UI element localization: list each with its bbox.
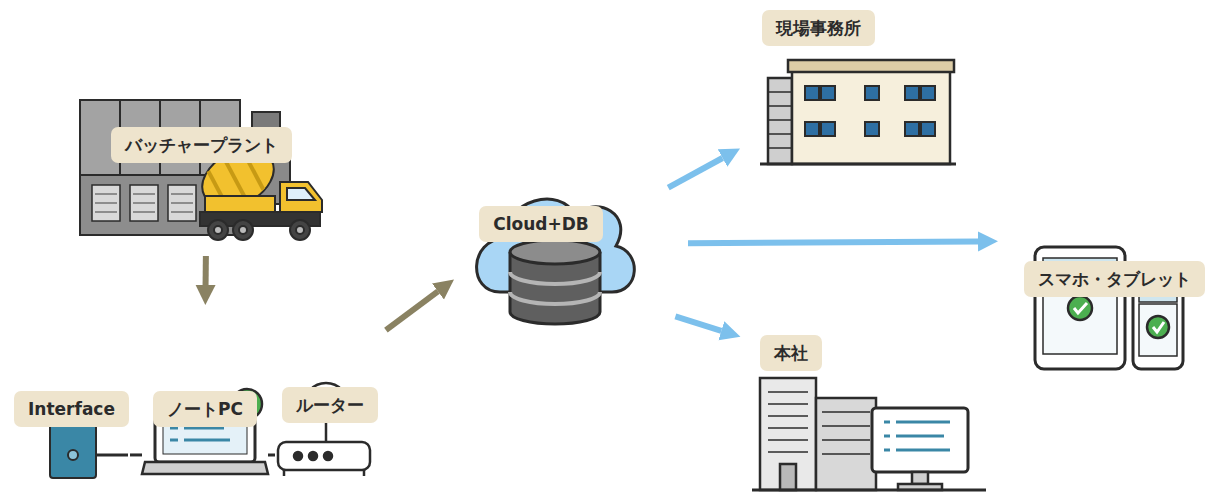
flow-arrow: [668, 158, 722, 188]
plant-node: バッチャープラント: [75, 47, 327, 242]
flow-arrow: [386, 291, 438, 330]
plant-illustration: [80, 100, 322, 240]
flow-arrow: [203, 256, 209, 285]
node-label: Interface: [14, 391, 129, 427]
node-label: 本社: [760, 335, 822, 371]
laptop-node: ノートPC: [142, 335, 268, 482]
flow-arrow: [675, 316, 721, 330]
head-office-illustration: [752, 378, 986, 490]
laptop-illustration: [142, 389, 268, 474]
node-label: 現場事務所: [762, 10, 875, 46]
cable-line: [130, 453, 142, 456]
node-label: ルーター: [282, 387, 378, 423]
router-node: ルーター: [275, 335, 385, 475]
interface-node: Interface: [13, 335, 130, 482]
cable-line: [268, 453, 275, 456]
flow-arrow: [688, 241, 978, 243]
site-office-illustration: [760, 60, 956, 164]
node-label: バッチャープラント: [111, 127, 292, 163]
node-label: Cloud+DB: [479, 206, 603, 242]
device-node: スマホ・タブレット: [1020, 185, 1208, 372]
node-label: スマホ・タブレット: [1024, 261, 1205, 297]
node-label: ノートPC: [153, 391, 257, 427]
cloud-database-illustration: [477, 199, 635, 324]
site-office-node: 現場事務所: [762, 10, 957, 168]
cloud-node: Cloud+DB: [462, 125, 620, 323]
head-office-node: 本社: [750, 335, 987, 492]
